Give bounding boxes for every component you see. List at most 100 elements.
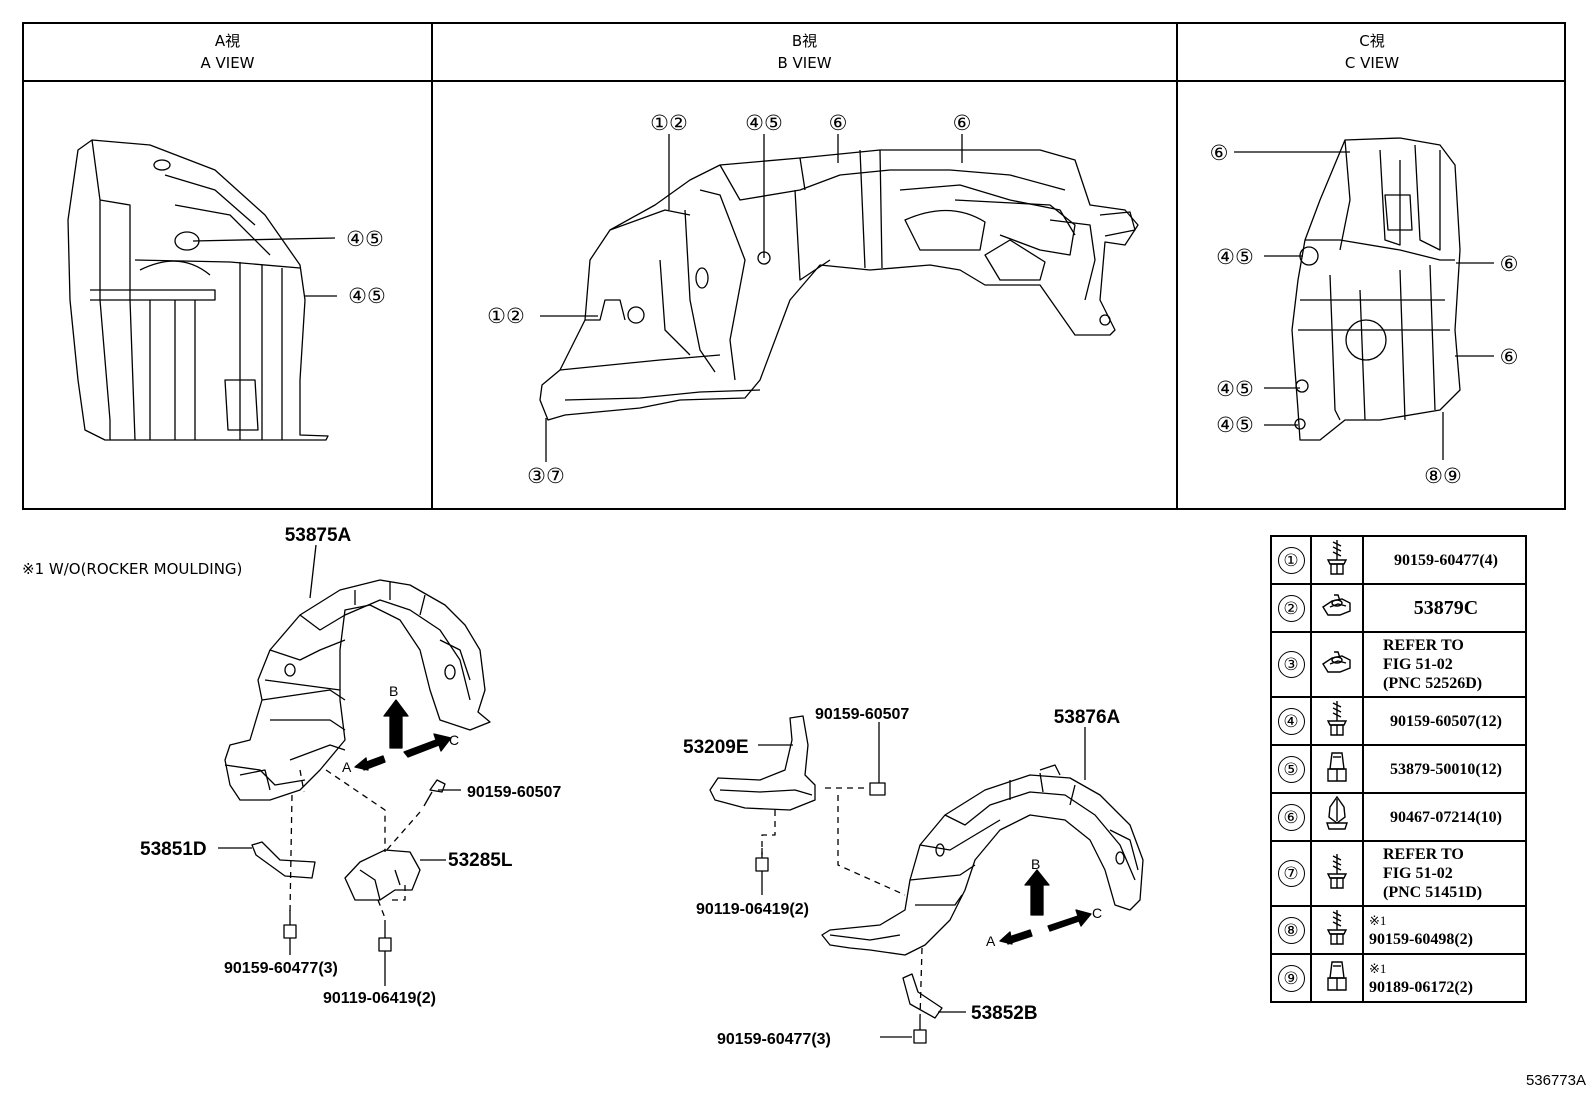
nut-icon [1324, 961, 1350, 998]
legend-callout-number: ⑦ [1277, 860, 1305, 887]
right-bolt-90159-60507 [869, 722, 886, 796]
bracket-53852b-drawing [902, 973, 966, 1019]
legend-part-text: FIG 51-02 [1383, 656, 1453, 673]
legend-row: ⑤ 53879-50010(12) [1270, 744, 1527, 794]
legend-icon-cell [1310, 744, 1364, 794]
b-view-title-jp: B視 [791, 32, 818, 50]
right-bolt-90159-60477 [880, 1018, 927, 1044]
a-view-title-en: A VIEW [200, 54, 255, 72]
callout-c-45-mid: ④⑤ [1216, 378, 1254, 401]
c-view-title-en: C VIEW [1344, 54, 1400, 72]
c-view-liner-drawing [1291, 137, 1461, 441]
right-arrow-b-letter: B [1031, 856, 1040, 872]
b-view-header: B視 B VIEW [433, 24, 1176, 82]
c-view-title-jp: C視 [1359, 32, 1385, 50]
label-53209e: 53209E [683, 737, 749, 758]
legend-row: ④ 90159-60507(12) [1270, 696, 1527, 746]
legend-icon-cell [1310, 631, 1364, 698]
label-53852b: 53852B [971, 1003, 1038, 1024]
a-view-leaders [192, 237, 337, 297]
legend-callout-cell: ⑥ [1270, 792, 1312, 842]
c-view-header: C視 C VIEW [1178, 24, 1566, 82]
legend-row: ⑥ 90467-07214(10) [1270, 792, 1527, 842]
legend-part-cell: 53879-50010(12) [1362, 744, 1527, 794]
callout-c-6-top: ⑥ [1210, 142, 1229, 165]
legend-callout-number: ⑤ [1277, 755, 1305, 783]
legend-callout-number: ① [1277, 546, 1305, 574]
right-arrow-a-letter: A [986, 933, 996, 949]
legend-callout-cell: ② [1270, 583, 1312, 633]
legend-callout-number: ⑧ [1277, 916, 1305, 944]
right-bolt-90119-06419 [755, 848, 769, 895]
view-arrow-letters: B A C B A C [342, 683, 1102, 949]
legend-part-text: FIG 51-02 [1383, 865, 1453, 882]
bolt-icon [1324, 910, 1350, 952]
legend-part-cell: REFER TO FIG 51-02 (PNC 52526D) [1362, 631, 1527, 698]
legend-callout-cell: ⑤ [1270, 744, 1312, 794]
callout-c-45-top: ④⑤ [1216, 246, 1254, 269]
legend-part-text: 53879C [1413, 596, 1479, 619]
callout-a-45-top: ④⑤ [346, 228, 384, 251]
callout-b-6-right: ⑥ [953, 112, 972, 135]
figure-number: 536773A [1525, 1072, 1586, 1089]
legend-callout-cell: ④ [1270, 696, 1312, 746]
legend-part-text: (PNC 52526D) [1383, 675, 1483, 692]
label-53876a: 53876A [1054, 707, 1121, 728]
legend-part-text: 90159-60507(12) [1390, 712, 1502, 730]
push-clip-icon [1324, 795, 1350, 839]
legend-part-cell: 90159-60507(12) [1362, 696, 1527, 746]
legend-part-text: REFER TO [1383, 846, 1464, 863]
callout-b-6-left: ⑥ [829, 112, 848, 135]
a-view-title-jp: A視 [214, 32, 241, 50]
legend-row: ③ REFER TO FIG 51-02 (PNC 52526D) [1270, 631, 1527, 698]
legend-callout-number: ③ [1277, 651, 1305, 678]
legend-icon-cell [1310, 792, 1364, 842]
left-bolt-90119-06419 [378, 920, 392, 986]
view-panels: A視 A VIEW B視 B VIEW C視 C VIEW [22, 22, 1566, 510]
legend-icon-cell [1310, 696, 1364, 746]
callout-b-45: ④⑤ [745, 112, 783, 135]
legend-row: ② 53879C [1270, 583, 1527, 633]
bolt-icon [1324, 853, 1350, 896]
callout-c-6-right-lower: ⑥ [1500, 346, 1519, 369]
callout-b-12-side: ①② [487, 305, 525, 328]
legend-part-text: 53879-50010(12) [1390, 760, 1502, 778]
bracket-53209e-drawing [709, 715, 816, 811]
legend-icon-cell [1310, 953, 1364, 1003]
callout-b-37: ③⑦ [527, 465, 565, 488]
legend-part-text: (PNC 51451D) [1383, 884, 1483, 901]
right-arrow-c-letter: C [1092, 905, 1102, 921]
legend-callout-cell: ⑦ [1270, 840, 1312, 907]
nut-icon [1324, 752, 1350, 789]
legend-callout-number: ② [1277, 594, 1305, 622]
legend-callout-cell: ① [1270, 535, 1312, 585]
c-view-leaders [1234, 151, 1494, 460]
left-dashed-guides [289, 769, 421, 919]
bolt-icon [1324, 701, 1350, 743]
legend-icon-cell [1310, 840, 1364, 907]
right-view-arrows [999, 869, 1092, 945]
callout-c-89: ⑧⑨ [1424, 465, 1462, 488]
legend-part-cell: 53879C [1362, 583, 1527, 633]
legend-part-cell: 90467-07214(10) [1362, 792, 1527, 842]
legend-part-text: REFER TO [1383, 637, 1464, 654]
callout-c-6-right-upper: ⑥ [1500, 253, 1519, 276]
right-dashed-guides [761, 787, 923, 1019]
b-view-leaders [540, 134, 963, 462]
part-number-labels: 53875A 53876A 53851D 53285L 53209E 53852… [140, 525, 1121, 1048]
a-view-panel: A視 A VIEW [24, 24, 431, 508]
legend-part-text: 90159-60498(2) [1369, 931, 1473, 948]
callout-a-45-side: ④⑤ [348, 285, 386, 308]
bracket-53851d-drawing [218, 841, 316, 879]
label-right-90119-06419: 90119-06419(2) [696, 901, 809, 918]
legend-callout-number: ⑨ [1277, 964, 1305, 992]
bracket-53285l-drawing [344, 849, 446, 901]
legend-part-text: 90159-60477(4) [1394, 551, 1498, 569]
legend-callout-cell: ③ [1270, 631, 1312, 698]
label-right-90159-60507: 90159-60507 [815, 706, 909, 723]
right-liner-53876a [821, 764, 1144, 956]
clip-nut-icon [1320, 594, 1354, 625]
